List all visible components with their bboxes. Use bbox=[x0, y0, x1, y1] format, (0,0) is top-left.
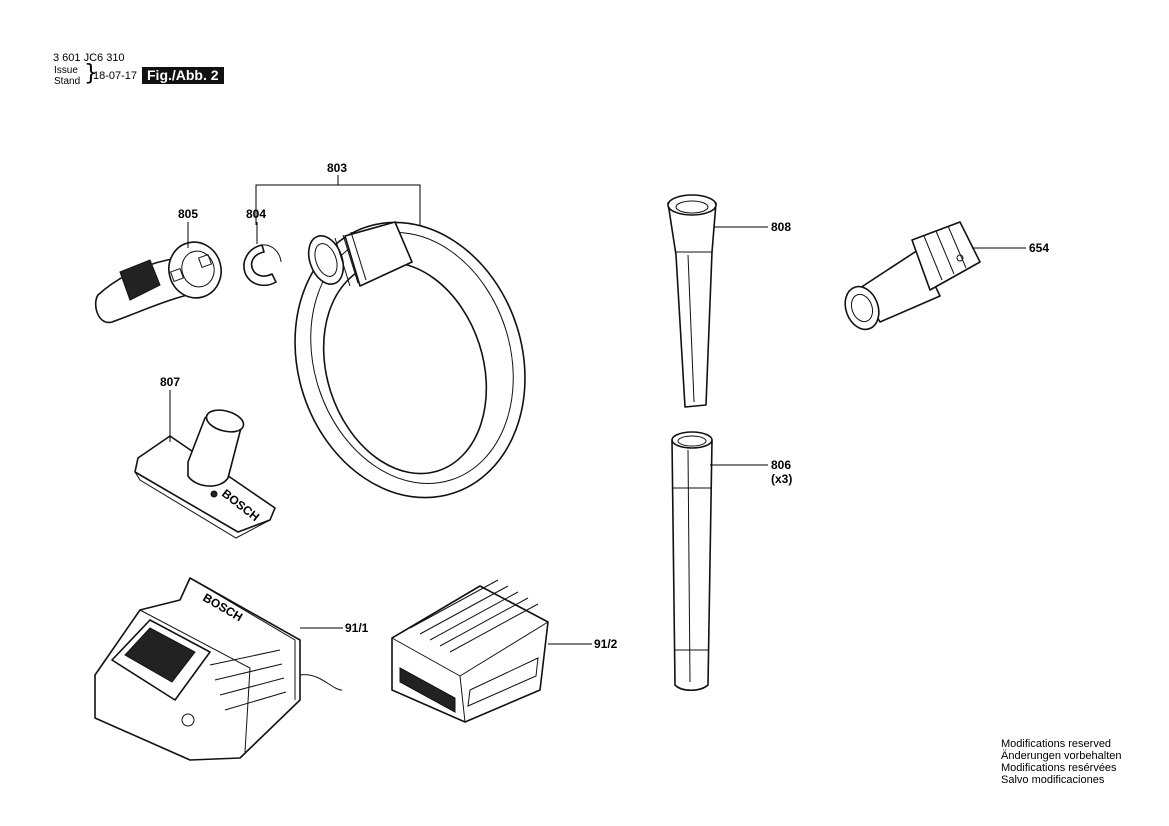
callout-91-1: 91/1 bbox=[345, 621, 369, 635]
notice-line-es: Salvo modificaciones bbox=[1001, 774, 1105, 786]
adapter-654 bbox=[844, 221, 981, 331]
hose-803 bbox=[294, 221, 526, 499]
crevice-tube-808 bbox=[667, 194, 717, 408]
callout-807: 807 bbox=[160, 375, 180, 389]
extension-tube-806 bbox=[671, 431, 713, 692]
callout-806-quantity: (x3) bbox=[771, 472, 792, 486]
upholstery-nozzle-807: BOSCH bbox=[134, 409, 276, 539]
notice-line-en: Modifications reserved bbox=[1001, 738, 1112, 750]
callout-91-2: 91/2 bbox=[594, 637, 618, 651]
modifications-notice: Modifications reserved Änderungen vorbeh… bbox=[1001, 738, 1121, 786]
issue-stand-label: Issue Stand bbox=[54, 65, 80, 87]
callout-803: 803 bbox=[327, 161, 347, 175]
callout-654: 654 bbox=[1029, 241, 1049, 255]
callout-808: 808 bbox=[771, 220, 791, 234]
leader-lines bbox=[169, 175, 1026, 645]
stand-label: Stand bbox=[54, 76, 81, 87]
issue-label: Issue bbox=[54, 65, 78, 76]
callout-804: 804 bbox=[246, 207, 266, 221]
figure-badge: Fig./Abb. 2 bbox=[142, 67, 224, 84]
issue-date: 18-07-17 bbox=[93, 70, 138, 82]
battery-91-2 bbox=[391, 579, 549, 723]
notice-line-de: Änderungen vorbehalten bbox=[1001, 750, 1122, 762]
brace-glyph: } bbox=[84, 61, 98, 86]
part-number: 3 601 JC6 310 bbox=[53, 52, 125, 64]
charger-91-1: BOSCH bbox=[94, 577, 343, 761]
notice-line-fr: Modifications resérvées bbox=[1001, 762, 1117, 774]
clip-ring-804 bbox=[243, 244, 282, 287]
callout-805: 805 bbox=[178, 207, 198, 221]
callout-806: 806 bbox=[771, 458, 791, 472]
swivel-elbow-805 bbox=[94, 241, 222, 324]
